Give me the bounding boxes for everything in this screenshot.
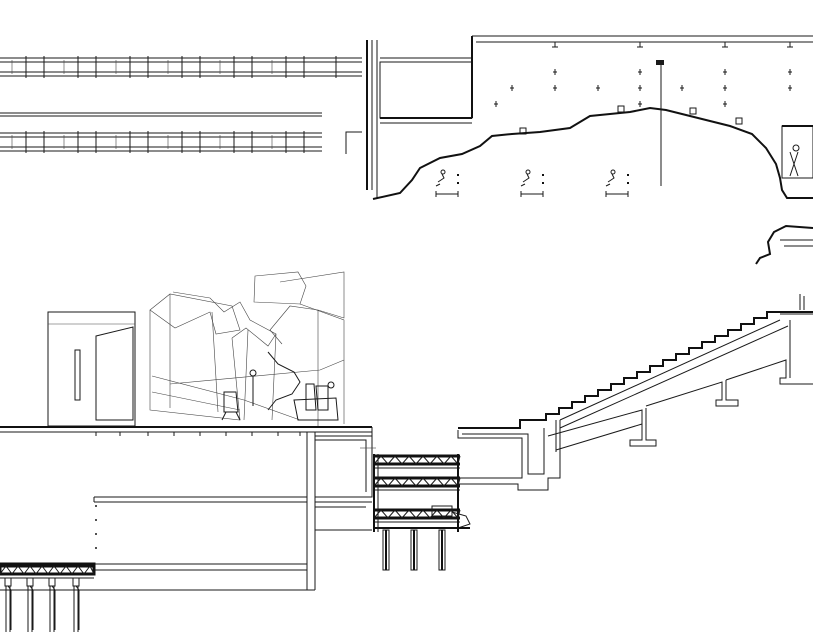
hall-box <box>379 61 473 119</box>
ceiling-marker <box>494 101 498 107</box>
hall-chair <box>435 173 445 187</box>
folded-panel-1 <box>149 293 241 335</box>
ceiling-marker <box>553 69 557 75</box>
pile-cap <box>48 577 56 587</box>
folded-panel-4 <box>269 271 345 345</box>
foundation-truss-web <box>0 565 95 575</box>
hall-chair <box>605 173 615 187</box>
wall-dot <box>95 547 97 549</box>
roof-hanger <box>722 41 728 48</box>
ceiling-marker <box>723 85 727 91</box>
folded-panel-2 <box>172 291 277 347</box>
stair-base-2 <box>462 428 545 475</box>
hall-table <box>605 191 629 197</box>
rod-head <box>656 60 664 65</box>
wall-dot <box>95 533 97 535</box>
wall-dot <box>95 505 97 507</box>
ceiling-marker <box>788 85 792 91</box>
stair-base <box>457 420 561 491</box>
main-slab <box>0 426 373 591</box>
stair-underside <box>559 319 789 429</box>
beam-under-3 <box>725 359 813 385</box>
pile-hatch <box>29 585 34 630</box>
folded-panel-7 <box>151 359 345 421</box>
pavilion-chairs <box>221 369 339 421</box>
ceiling-marker <box>723 101 727 107</box>
pavilion-sculpture <box>47 271 345 427</box>
hall-chair-head <box>440 169 446 175</box>
ceiling-marker <box>553 85 557 91</box>
stack-piles <box>382 529 446 571</box>
wall-dots <box>95 505 97 549</box>
pile-cap <box>72 577 80 587</box>
pavilion-door-leaf <box>95 326 134 421</box>
foundation-piles-group <box>4 577 80 632</box>
stepped-seating-section <box>457 294 813 491</box>
pile-hatch <box>51 585 56 630</box>
bracket-mark <box>345 131 362 154</box>
foundation-truss-web <box>0 564 95 576</box>
upper-platform <box>780 294 813 378</box>
lower-return <box>315 435 373 498</box>
stair-profile <box>458 311 813 429</box>
ceiling-marker <box>638 101 642 107</box>
acoustic-shell <box>372 106 813 200</box>
shell-fixture <box>735 117 743 125</box>
truss-stack <box>360 447 471 571</box>
beam-under-2 <box>555 380 739 451</box>
roof-hanger <box>637 41 643 48</box>
beam-row-2 <box>0 112 322 117</box>
ceiling-marker <box>788 69 792 75</box>
canopy-curve <box>267 351 301 411</box>
lower-return-2 <box>315 439 367 492</box>
beam-row-3 <box>0 132 322 152</box>
folded-panel-3 <box>253 271 307 305</box>
pile-cap <box>26 577 34 587</box>
beam-under-1 <box>547 408 657 447</box>
shell-fixture <box>617 105 625 113</box>
hall-table <box>520 191 544 197</box>
beam-posts <box>11 56 337 153</box>
beam-row-1 <box>0 57 362 77</box>
side-figure <box>789 144 800 177</box>
roof-hanger <box>552 41 558 48</box>
slab-ticks <box>95 432 301 436</box>
wall-dot <box>95 519 97 521</box>
shell-fixture <box>689 107 697 115</box>
pavilion-door <box>74 349 81 401</box>
ceiling-marker <box>638 85 642 91</box>
roof-hangers <box>552 41 793 48</box>
auditorium-section <box>366 35 813 265</box>
elevation-beams <box>0 56 362 154</box>
ceiling-marker <box>723 69 727 75</box>
roof-hanger <box>787 41 793 48</box>
hall-chair-head <box>610 169 616 175</box>
ceiling-markers <box>494 69 792 135</box>
pile-hatch <box>7 585 12 630</box>
ceiling-marker <box>638 69 642 75</box>
hall-table <box>435 191 459 197</box>
balcony-curve <box>755 224 813 265</box>
stack-mechanical <box>431 505 453 517</box>
ceiling-marker <box>510 85 514 91</box>
pile-hatch <box>75 585 80 630</box>
folded-panel-6 <box>243 303 345 426</box>
hall-chairs <box>435 169 629 197</box>
ceiling-marker <box>596 85 600 91</box>
hall-chair <box>520 173 530 187</box>
ceiling-marker <box>680 85 684 91</box>
hall-chair-head <box>525 169 531 175</box>
pile-cap <box>4 577 12 587</box>
foundation-piles <box>0 562 96 632</box>
pavilion-box <box>47 311 136 427</box>
folded-panel-5 <box>149 294 241 421</box>
